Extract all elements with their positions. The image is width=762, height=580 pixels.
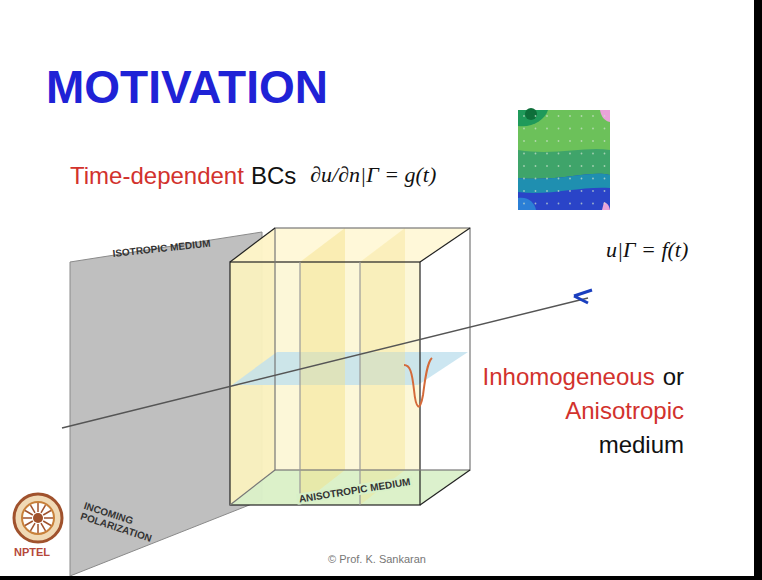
- grid-dot: [604, 178, 606, 180]
- grid-dot: [535, 140, 537, 142]
- grid-dot: [558, 203, 560, 205]
- grid-dot: [604, 190, 606, 192]
- grid-dot: [569, 178, 571, 180]
- grid-dot: [604, 203, 606, 205]
- grid-dot: [546, 178, 548, 180]
- logo-spoke: [31, 505, 36, 513]
- box-bottom-face: [230, 470, 470, 505]
- grid-dot: [604, 128, 606, 130]
- grid-dot: [558, 115, 560, 117]
- grid-dot: [592, 165, 594, 167]
- medium-heading-red: Anisotropic: [565, 398, 684, 424]
- contour-grid: [523, 115, 605, 204]
- grid-dot: [569, 153, 571, 155]
- arrow-head: [574, 290, 592, 303]
- grid-dot: [581, 178, 583, 180]
- grid-dot: [523, 153, 525, 155]
- grid-dot: [592, 178, 594, 180]
- medium-heading: or: [663, 364, 684, 390]
- grid-dot: [569, 115, 571, 117]
- grid-dot: [592, 128, 594, 130]
- neumann-condition: ∂u/∂n|Γ = g(t): [310, 163, 436, 187]
- grid-dot: [569, 140, 571, 142]
- medium-heading-red: Inhomogeneous: [483, 364, 655, 390]
- medium-heading: medium: [599, 432, 684, 458]
- inner-slice: [300, 228, 345, 505]
- grid-dot: [558, 128, 560, 130]
- grid-dot: [581, 190, 583, 192]
- grid-dot: [581, 153, 583, 155]
- grid-dot: [604, 115, 606, 117]
- bc-heading: BCs: [251, 163, 296, 189]
- grid-dot: [523, 178, 525, 180]
- nptel-logo: [14, 494, 62, 542]
- grid-dot: [546, 128, 548, 130]
- copyright-footer: © Prof. K. Sankaran: [0, 553, 754, 565]
- logo-spoke: [31, 523, 36, 531]
- grid-dot: [558, 190, 560, 192]
- grid-dot: [592, 190, 594, 192]
- grid-dot: [523, 165, 525, 167]
- logo-spoke: [37, 503, 39, 512]
- dirichlet-condition: u|Γ = f(t): [606, 238, 688, 262]
- grid-dot: [523, 203, 525, 205]
- grid-dot: [569, 190, 571, 192]
- grid-dot: [546, 190, 548, 192]
- logo-spoke: [44, 517, 53, 519]
- grid-dot: [535, 128, 537, 130]
- grid-dot: [592, 140, 594, 142]
- box-edges: [230, 228, 470, 505]
- grid-dot: [523, 140, 525, 142]
- grid-dot: [558, 153, 560, 155]
- logo-spoke: [23, 517, 32, 519]
- grid-dot: [523, 128, 525, 130]
- box-top-face: [230, 228, 470, 262]
- grid-dot: [535, 203, 537, 205]
- grid-dot: [546, 140, 548, 142]
- grid-dot: [604, 153, 606, 155]
- grid-dot: [592, 203, 594, 205]
- grid-dot: [569, 128, 571, 130]
- grid-dot: [569, 165, 571, 167]
- grid-dot: [581, 115, 583, 117]
- grid-dot: [546, 203, 548, 205]
- grid-dot: [581, 140, 583, 142]
- logo-spoke: [41, 523, 46, 531]
- grid-dot: [546, 153, 548, 155]
- wave-pulse: [404, 358, 432, 406]
- logo-spoke: [25, 521, 33, 526]
- contour-plot: [518, 108, 610, 210]
- grid-dot: [604, 140, 606, 142]
- grid-dot: [581, 203, 583, 205]
- grid-dot: [604, 165, 606, 167]
- bc-heading-red: Time-dependent: [70, 163, 244, 189]
- logo-text: NPTEL: [14, 546, 50, 558]
- grid-dot: [581, 128, 583, 130]
- grid-dot: [523, 190, 525, 192]
- slide-title: MOTIVATION: [46, 62, 328, 113]
- logo-spoke: [37, 524, 39, 533]
- grid-dot: [535, 190, 537, 192]
- logo-spoke: [43, 521, 51, 526]
- grid-dot: [558, 165, 560, 167]
- grid-dot: [535, 165, 537, 167]
- grid-dot: [592, 115, 594, 117]
- grid-dot: [535, 115, 537, 117]
- grid-dot: [592, 153, 594, 155]
- grid-dot: [546, 115, 548, 117]
- grid-dot: [581, 165, 583, 167]
- logo-spoke: [41, 505, 46, 513]
- logo-spoke: [43, 511, 51, 516]
- logo-spoke: [25, 511, 33, 516]
- beam-line: [62, 298, 588, 428]
- grid-dot: [558, 178, 560, 180]
- grid-dot: [569, 203, 571, 205]
- grid-dot: [535, 178, 537, 180]
- grid-dot: [523, 115, 525, 117]
- grid-dot: [535, 153, 537, 155]
- grid-dot: [546, 165, 548, 167]
- inner-slice: [360, 228, 405, 505]
- grid-dot: [558, 140, 560, 142]
